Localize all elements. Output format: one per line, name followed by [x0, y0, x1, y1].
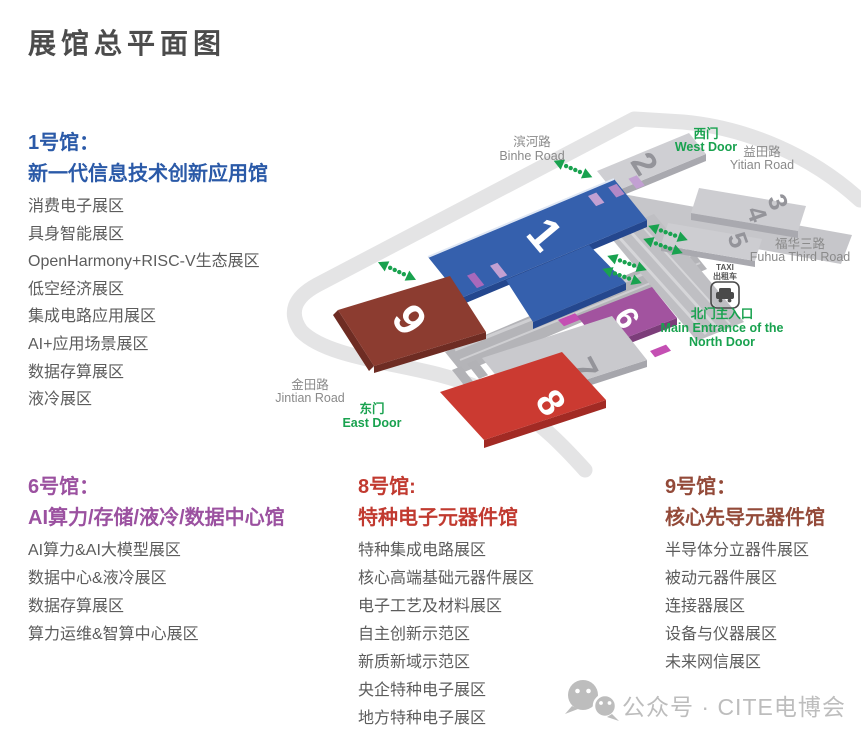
west-door-label-zh: 西门: [693, 126, 718, 141]
binhe-road-label-en: Binhe Road: [499, 149, 564, 163]
fuhua-road-label-zh: 福华三路: [775, 236, 826, 251]
north-entrance-label-en1: Main Entrance of the: [661, 321, 784, 335]
zone-item: 液冷展区: [28, 391, 93, 409]
connector-tab-magenta: [650, 344, 671, 358]
hall-34-side: [691, 213, 798, 238]
hall-1-building: [428, 179, 647, 298]
zone-item: 未来网信展区: [665, 654, 762, 671]
footer-text: 公众号 · CITE电博会: [622, 694, 846, 720]
zone-item: 具身智能展区: [28, 225, 125, 243]
zone-item: 新质新域示范区: [358, 654, 471, 671]
hall9-subtitle: 核心先导元器件馆: [665, 507, 825, 529]
jintian-road-label-en: Jintian Road: [275, 391, 345, 405]
stair-tab: [467, 359, 488, 379]
hall-5-side: [661, 245, 755, 267]
hall1-info-block: 1号馆： 新一代信息技术创新应用馆 消费电子展区 具身智能展区 OpenHarm…: [28, 128, 268, 414]
zone-item: 集成电路应用展区: [28, 308, 157, 326]
connector-strip: [490, 262, 508, 279]
plaza-stripe: [628, 229, 720, 331]
north-entrance-label-zh: 北门主入口: [691, 306, 754, 321]
zone-item: 特种集成电路展区: [358, 542, 487, 559]
hall-8-side: [484, 400, 606, 448]
fuhua-road-label-en: Fuhua Third Road: [750, 250, 851, 264]
connector-strip: [588, 192, 605, 207]
west-door-label-en: West Door: [675, 140, 737, 154]
hall-1-annex-side: [533, 283, 626, 329]
zone-item: 被动元器件展区: [665, 570, 778, 587]
zone-item: OpenHarmony+RISC-V生态展区: [28, 253, 260, 271]
taxi-car-wheel: [718, 298, 723, 303]
hall6-info-block: 6号馆： AI算力/存储/液冷/数据中心馆 AI算力&AI大模型展区 数据中心&…: [28, 472, 285, 649]
zone-item: 数据存算展区: [28, 598, 125, 615]
taxi-label-en: TAXI: [716, 263, 734, 272]
crossing-arrow-icon: [375, 257, 419, 285]
zone-item: 算力运维&智算中心展区: [28, 626, 199, 643]
zone-item: 央企特种电子展区: [358, 682, 487, 699]
east-door-label-en: East Door: [342, 416, 401, 430]
zone-item: 自主创新示范区: [358, 626, 471, 643]
zone-item: 低空经济展区: [28, 280, 125, 298]
north-entrance-label-en2: North Door: [689, 335, 755, 349]
binhe-road-label-zh: 滨河路: [513, 134, 551, 149]
east-door-label-zh: 东门: [359, 401, 384, 416]
zone-item: 消费电子展区: [28, 198, 125, 215]
stair-tab: [452, 366, 473, 386]
zone-item: AI+应用场景展区: [28, 335, 149, 353]
taxi-car-wheel: [727, 298, 732, 303]
zone-item: AI算力&AI大模型展区: [28, 542, 181, 559]
hall-1-annex: [506, 245, 626, 322]
zone-item: 数据存算展区: [28, 363, 125, 381]
taxi-icon: TAXI 出租车: [710, 263, 740, 309]
connector-strip: [467, 272, 485, 289]
hall8-info-block: 8号馆: 特种电子元器件馆 特种集成电路展区 核心高端基础元器件展区 电子工艺及…: [358, 472, 534, 733]
connector-strip: [608, 183, 625, 198]
connector-strip: [628, 175, 645, 189]
taxi-icon-frame: [710, 281, 740, 309]
hall1-subtitle: 新一代信息技术创新应用馆: [28, 163, 268, 185]
hall8-name: 8号馆:: [358, 476, 416, 498]
hall9-info-block: 9号馆： 核心先导元器件馆 半导体分立器件展区 被动元器件展区 连接器展区 设备…: [665, 472, 825, 677]
hall-9-side: [374, 332, 486, 373]
hall-9-side-left: [333, 310, 374, 371]
back-hall-roof: [589, 190, 852, 264]
hall-34-building: [691, 188, 806, 231]
zone-item: 地方特种电子展区: [358, 710, 487, 727]
page-title: 展馆总平面图: [28, 28, 227, 59]
hall9-name: 9号馆：: [665, 476, 737, 498]
yitian-road-label-en: Yitian Road: [730, 158, 794, 172]
hall6-name: 6号馆：: [28, 476, 100, 498]
taxi-label-zh: 出租车: [713, 271, 737, 281]
taxi-car-body: [716, 292, 734, 299]
connector-tab-magenta: [558, 313, 581, 327]
zone-item: 数据中心&液冷展区: [28, 570, 167, 587]
zone-item: 电子工艺及材料展区: [358, 598, 503, 615]
yitian-road-label-zh: 益田路: [743, 144, 781, 159]
hall-2-building: [597, 133, 706, 192]
connector-strips-east: [588, 175, 645, 207]
zone-item: 设备与仪器展区: [665, 626, 778, 643]
hall-8-building: [440, 352, 606, 440]
hall-5-building: [661, 223, 762, 261]
zone-item: 半导体分立器件展区: [665, 542, 810, 559]
jintian-road-label-zh: 金田路: [291, 377, 329, 392]
hall-9-building: [338, 276, 486, 366]
plaza-stripe: [616, 234, 708, 336]
hall-1-roof-highlight: [427, 178, 615, 258]
zone-item: 连接器展区: [665, 598, 746, 615]
hall6-subtitle: AI算力/存储/液冷/数据中心馆: [28, 507, 285, 529]
zone-item: 核心高端基础元器件展区: [358, 570, 535, 587]
wechat-icon: [565, 680, 619, 721]
hall8-subtitle: 特种电子元器件馆: [358, 507, 518, 529]
hall1-name: 1号馆：: [28, 132, 100, 154]
